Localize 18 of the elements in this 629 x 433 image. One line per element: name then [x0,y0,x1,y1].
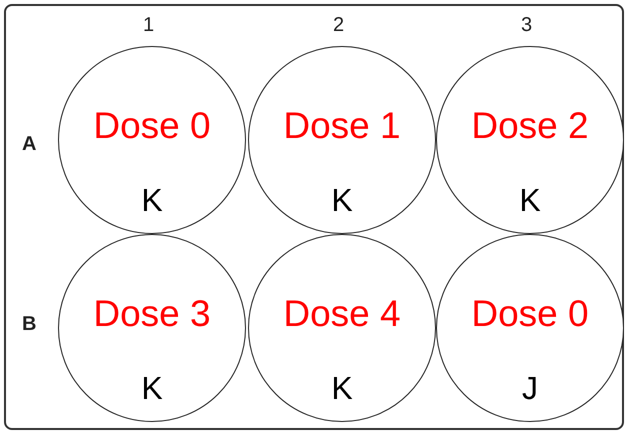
sample-label: K [330,182,354,219]
dose-label: Dose 3 [92,293,212,335]
column-label: 1 [143,14,154,37]
row-label: A [22,133,36,156]
sample-label: J [521,370,539,407]
column-label: 2 [333,14,344,37]
sample-label: K [518,182,542,219]
dose-label: Dose 4 [282,293,402,335]
sample-label: K [140,182,164,219]
sample-label: K [140,370,164,407]
sample-label: K [330,370,354,407]
plate-frame [4,4,624,430]
dose-label: Dose 2 [470,105,590,147]
row-label: B [22,313,36,336]
column-label: 3 [521,14,532,37]
dose-label: Dose 0 [92,105,212,147]
dose-label: Dose 1 [282,105,402,147]
dose-label: Dose 0 [470,293,590,335]
